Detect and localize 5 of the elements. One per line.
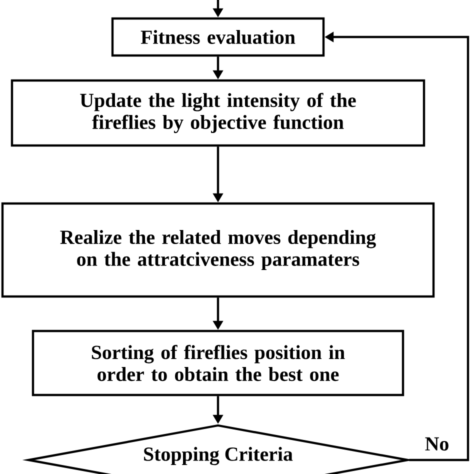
- process-box: Realize the related moves depending on the attratciveness paramaters: [1, 202, 435, 298]
- process-box: Fitness evaluation: [111, 17, 325, 57]
- process-box: Sorting of fireflies position in order to obtain the best one: [32, 330, 404, 396]
- edge-label: No: [425, 437, 448, 451]
- process-box: Update the light intensity of the fireflies by objective function: [10, 79, 426, 147]
